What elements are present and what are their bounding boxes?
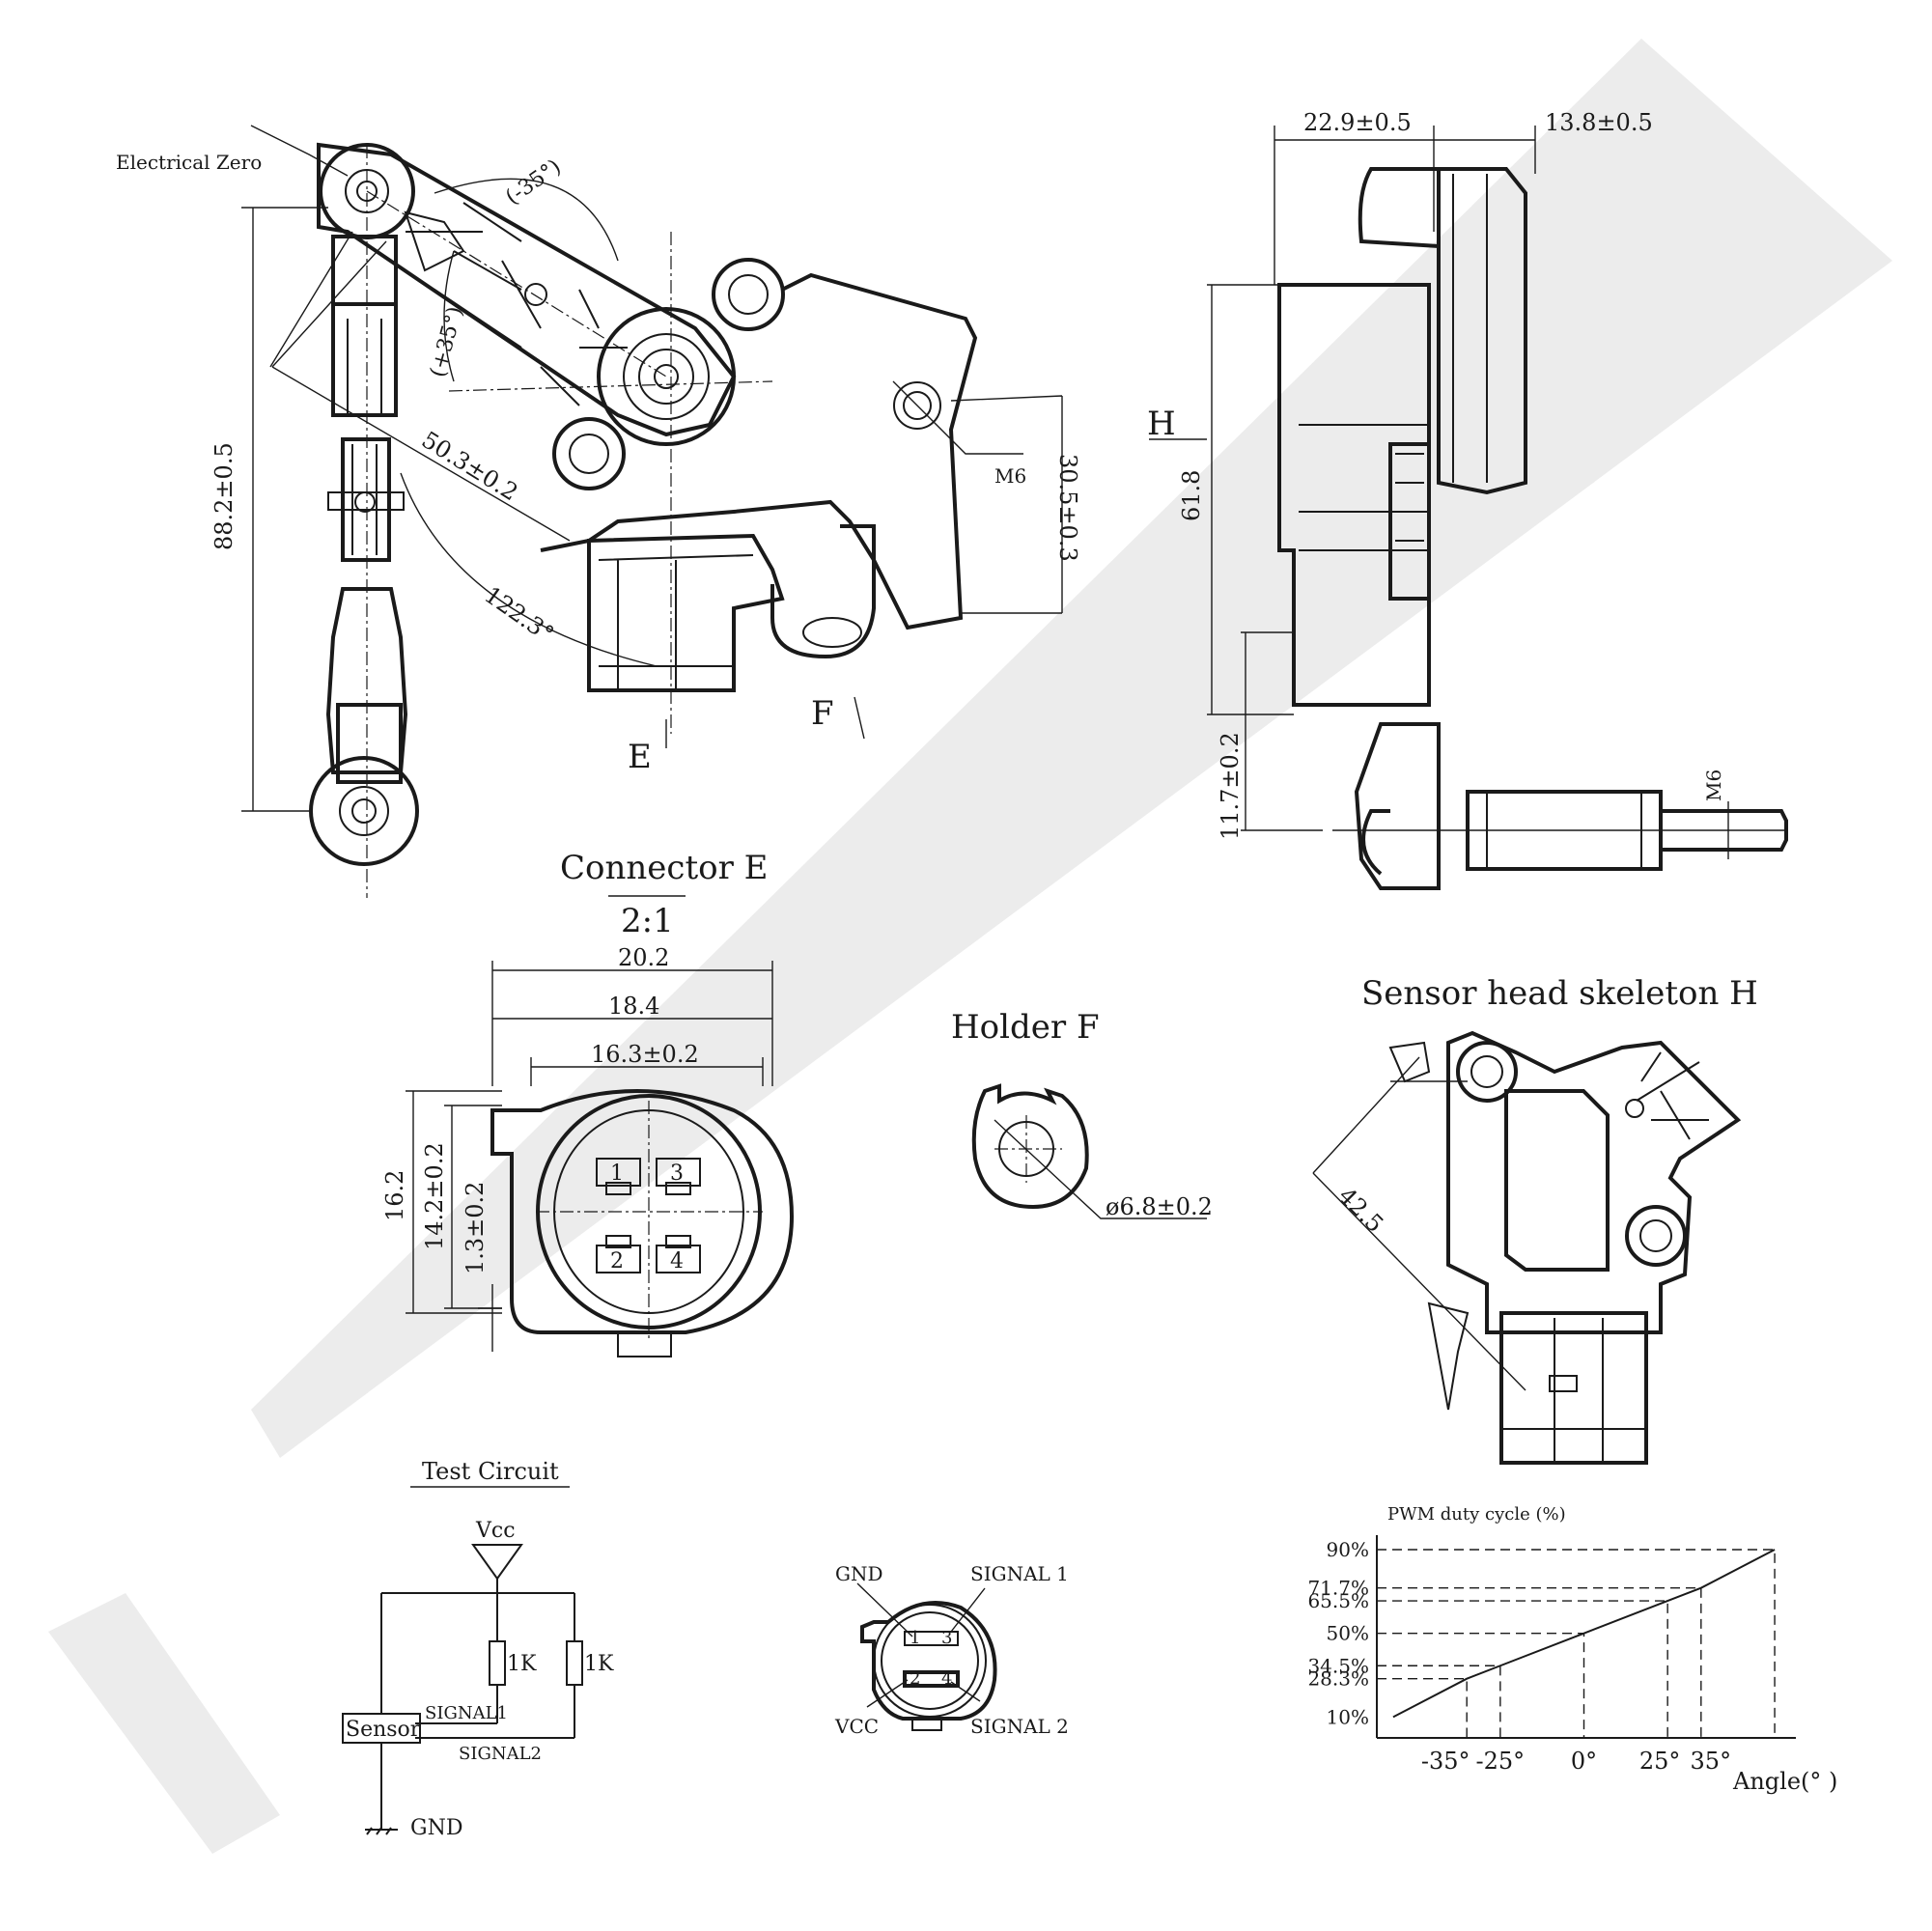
chart-y-tick-label: 65.5% bbox=[1307, 1589, 1369, 1612]
dim-holder-label: 30.5±0.3 bbox=[1054, 454, 1081, 562]
conn-pin-4: 4 bbox=[670, 1249, 684, 1273]
circuit-vcc: Vcc bbox=[475, 1519, 516, 1543]
circuit-gnd: GND bbox=[410, 1816, 462, 1840]
conn-pin-3: 3 bbox=[670, 1161, 684, 1186]
conn-dim-h3: 1.3±0.2 bbox=[462, 1182, 489, 1274]
chart-ylabel: PWM duty cycle (%) bbox=[1387, 1504, 1566, 1525]
electrical-zero-label: Electrical Zero bbox=[116, 151, 262, 174]
conn-dim-h1: 16.2 bbox=[381, 1170, 408, 1221]
side-dim-height: 61.8 bbox=[1178, 470, 1205, 521]
side-thread-label: M6 bbox=[1702, 770, 1725, 801]
connector-e-scale: 2:1 bbox=[621, 902, 674, 940]
thread-label: M6 bbox=[994, 464, 1026, 488]
chart-y-tick-label: 28.3% bbox=[1307, 1667, 1369, 1691]
view-e-label: E bbox=[628, 738, 652, 776]
watermark bbox=[48, 39, 1892, 1854]
chart-guide-line bbox=[1377, 1632, 1585, 1738]
angle-pos-label: (+35°) bbox=[426, 304, 467, 380]
circuit-signal1: SIGNAL1 bbox=[425, 1703, 508, 1723]
chart-y-tick-label: 10% bbox=[1327, 1705, 1369, 1728]
chart-guide-line bbox=[1377, 1586, 1702, 1738]
circuit-signal2: SIGNAL2 bbox=[459, 1744, 542, 1764]
test-circuit bbox=[342, 1544, 583, 1835]
pinout-vcc: VCC bbox=[834, 1715, 879, 1738]
dim-arm-label: 50.3±0.2 bbox=[417, 426, 523, 506]
main-view bbox=[241, 125, 1063, 898]
side-view bbox=[1149, 126, 1788, 890]
chart-x-tick-label: -35° bbox=[1421, 1748, 1470, 1775]
chart-guide-line bbox=[1377, 1677, 1468, 1738]
conn-dim-w1: 20.2 bbox=[618, 944, 669, 971]
circuit-sensor: Sensor bbox=[346, 1718, 421, 1742]
holder-f-dim: ø6.8±0.2 bbox=[1106, 1193, 1213, 1220]
pinout-pin-2: 2 bbox=[910, 1668, 920, 1689]
conn-pin-1: 1 bbox=[610, 1161, 624, 1186]
skeleton-h bbox=[1312, 1030, 1742, 1465]
pwm-chart: 90% 71.7%65.5% 50% 34.5%28.3% 10% -35°-25° 0°… bbox=[1307, 1535, 1796, 1775]
dim-height-label: 88.2±0.5 bbox=[210, 442, 238, 550]
pinout-pin-1: 1 bbox=[910, 1628, 920, 1648]
dim-angle-label: 122.3° bbox=[480, 581, 559, 648]
chart-x-tick-label: 25° bbox=[1639, 1748, 1681, 1775]
chart-x-tick-label: 0° bbox=[1571, 1748, 1597, 1775]
pinout-signal1: SIGNAL 1 bbox=[970, 1562, 1069, 1585]
chart-y-tick-label: 71.7% bbox=[1307, 1577, 1369, 1600]
pinout-diagram bbox=[856, 1582, 997, 1731]
connector-e-title: Connector E bbox=[560, 849, 768, 887]
chart-y-tick-label: 34.5% bbox=[1307, 1654, 1369, 1677]
connector-e bbox=[406, 961, 795, 1357]
holder-f-title: Holder F bbox=[951, 1008, 1100, 1047]
pinout-pin-3: 3 bbox=[941, 1628, 952, 1648]
circuit-r1: 1K bbox=[507, 1652, 537, 1676]
view-f-label: F bbox=[811, 694, 834, 733]
chart-x-tick-label: -25° bbox=[1476, 1748, 1526, 1775]
skeleton-h-title: Sensor head skeleton H bbox=[1361, 974, 1758, 1013]
chart-guide-line bbox=[1377, 1600, 1668, 1738]
conn-dim-w2: 18.4 bbox=[608, 993, 659, 1020]
conn-dim-h2: 14.2±0.2 bbox=[421, 1142, 448, 1250]
holder-f bbox=[971, 1083, 1207, 1219]
pinout-gnd: GND bbox=[835, 1562, 883, 1585]
chart-series-line bbox=[1392, 1549, 1776, 1719]
chart-guide-line bbox=[1377, 1665, 1501, 1738]
conn-pin-2: 2 bbox=[610, 1249, 624, 1273]
circuit-r2: 1K bbox=[584, 1652, 614, 1676]
chart-guide-line bbox=[1377, 1549, 1776, 1738]
chart-xlabel: Angle(° ) bbox=[1732, 1768, 1837, 1795]
test-circuit-title: Test Circuit bbox=[422, 1458, 559, 1485]
conn-dim-w3: 16.3±0.2 bbox=[591, 1041, 699, 1068]
view-h-label: H bbox=[1147, 405, 1176, 443]
side-dim-left: 22.9±0.5 bbox=[1303, 109, 1412, 136]
side-dim-low: 11.7±0.2 bbox=[1217, 732, 1244, 840]
chart-y-tick-label: 90% bbox=[1327, 1538, 1369, 1561]
pinout-signal2: SIGNAL 2 bbox=[970, 1715, 1069, 1738]
chart-y-tick-label: 50% bbox=[1327, 1622, 1369, 1645]
chart-x-tick-label: 35° bbox=[1691, 1748, 1732, 1775]
skeleton-h-dim: 42.5 bbox=[1333, 1182, 1389, 1238]
side-dim-right: 13.8±0.5 bbox=[1545, 109, 1653, 136]
angle-neg-label: (-35°) bbox=[501, 154, 565, 210]
pinout-pin-4: 4 bbox=[941, 1668, 952, 1689]
